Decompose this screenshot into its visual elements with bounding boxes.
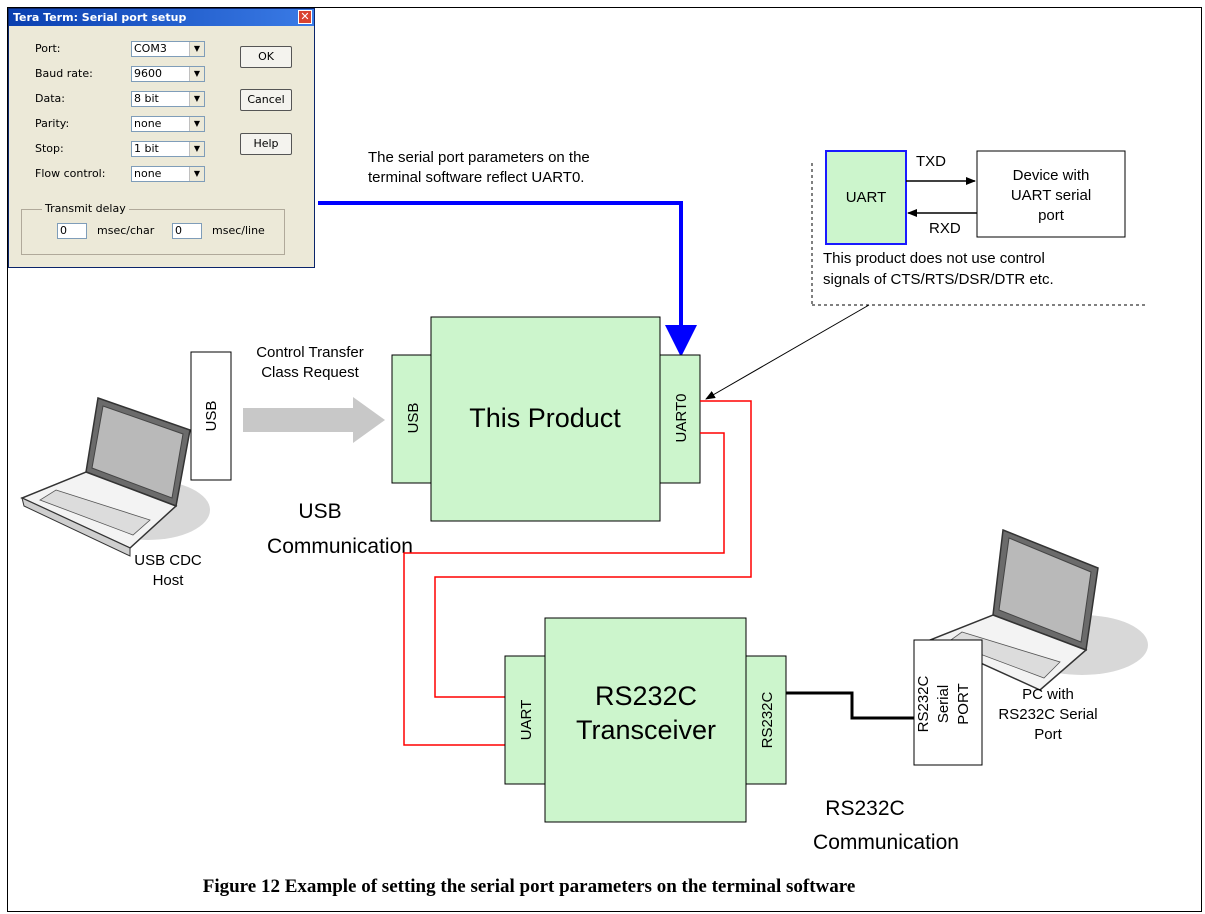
baud-rate-label: Baud rate: <box>35 67 93 80</box>
char-delay-input[interactable]: 0 <box>57 223 87 239</box>
transceiver-box <box>544 617 747 823</box>
inset-note-2: signals of CTS/RTS/DSR/DTR etc. <box>823 271 1054 288</box>
rs-comm-label-2: Communication <box>813 831 959 854</box>
pc-label-3: Port <box>1034 726 1062 743</box>
device-box <box>976 150 1126 238</box>
pc-label-1: PC with <box>1022 686 1074 703</box>
host-label-2: Host <box>153 572 185 589</box>
device-label-1: Device with <box>1013 167 1090 184</box>
chevron-down-icon: ▼ <box>189 67 204 81</box>
line-delay-unit: msec/line <box>212 224 265 237</box>
rs232c-cable <box>786 691 914 720</box>
transceiver-uart-port <box>504 655 546 785</box>
product-box <box>430 316 661 522</box>
terminal-note-2: terminal software reflect UART0. <box>368 169 584 186</box>
dialog-titlebar: Tera Term: Serial port setup ✕ <box>9 9 314 26</box>
transceiver-title-2: Transceiver <box>576 715 716 745</box>
data-value: 8 bit <box>134 92 159 105</box>
transceiver-uart-label: UART <box>518 700 535 741</box>
flow-control-value: none <box>134 167 162 180</box>
usb-comm-label-2: Communication <box>267 535 413 558</box>
parity-label: Parity: <box>35 117 70 130</box>
pc-port-label-1: RS232C <box>915 675 932 732</box>
parity-value: none <box>134 117 162 130</box>
product-uart0-label: UART0 <box>673 394 690 443</box>
port-select[interactable]: COM3 ▼ <box>131 41 205 57</box>
host-laptop-icon <box>20 396 210 557</box>
control-transfer-label-1: Control Transfer <box>256 344 364 361</box>
flow-control-label: Flow control: <box>35 167 106 180</box>
ok-button[interactable]: OK <box>240 46 292 68</box>
parity-select[interactable]: none ▼ <box>131 116 205 132</box>
close-icon[interactable]: ✕ <box>298 10 312 24</box>
data-select[interactable]: 8 bit ▼ <box>131 91 205 107</box>
chevron-down-icon: ▼ <box>189 167 204 181</box>
rxd-label: RXD <box>929 220 961 237</box>
stop-select[interactable]: 1 bit ▼ <box>131 141 205 157</box>
device-label-2: UART serial <box>1011 187 1091 204</box>
product-uart0-port <box>659 354 701 484</box>
chevron-down-icon: ▼ <box>189 92 204 106</box>
rs-comm-label-1: RS232C <box>825 797 904 820</box>
baud-rate-value: 9600 <box>134 67 162 80</box>
red-wire-upper <box>434 400 752 698</box>
control-transfer-label-2: Class Request <box>261 364 359 381</box>
inset-uart-label: UART <box>846 189 887 206</box>
terminal-note-1: The serial port parameters on the <box>368 149 590 166</box>
flow-control-select[interactable]: none ▼ <box>131 166 205 182</box>
product-usb-label: USB <box>405 403 422 434</box>
host-label-1: USB CDC <box>134 552 202 569</box>
pc-port-label-3: PORT <box>955 683 972 724</box>
pc-label-2: RS232C Serial <box>998 706 1097 723</box>
port-value: COM3 <box>134 42 167 55</box>
data-label: Data: <box>35 92 65 105</box>
pc-port-label-2: Serial <box>935 685 952 723</box>
transceiver-rs232c-port <box>745 655 787 785</box>
transceiver-rs232c-label: RS232C <box>759 691 776 748</box>
host-usb-port <box>190 351 232 481</box>
inset-uart-box <box>825 150 907 245</box>
inset-pointer-arrow <box>705 304 870 400</box>
red-wire-lower <box>403 432 725 746</box>
serial-port-setup-dialog: Tera Term: Serial port setup ✕ Port: COM… <box>8 8 315 268</box>
char-delay-unit: msec/char <box>97 224 155 237</box>
chevron-down-icon: ▼ <box>189 117 204 131</box>
baud-rate-select[interactable]: 9600 ▼ <box>131 66 205 82</box>
transmit-delay-legend: Transmit delay <box>42 202 129 215</box>
port-label: Port: <box>35 42 61 55</box>
cancel-button[interactable]: Cancel <box>240 89 292 111</box>
device-label-3: port <box>1038 207 1065 224</box>
chevron-down-icon: ▼ <box>189 42 204 56</box>
figure-caption: Figure 12 Example of setting the serial … <box>203 876 856 897</box>
transmit-delay-group <box>21 209 285 255</box>
stop-label: Stop: <box>35 142 64 155</box>
host-usb-label: USB <box>203 401 220 432</box>
txd-label: TXD <box>916 153 946 170</box>
pc-laptop-icon <box>928 528 1148 691</box>
help-button[interactable]: Help <box>240 133 292 155</box>
dialog-title: Tera Term: Serial port setup <box>13 11 187 24</box>
chevron-down-icon: ▼ <box>189 142 204 156</box>
line-delay-input[interactable]: 0 <box>172 223 202 239</box>
pc-serial-port <box>913 639 983 766</box>
usb-comm-label-1: USB <box>298 500 341 523</box>
product-title: This Product <box>469 403 621 433</box>
inset-note-1: This product does not use control <box>823 250 1045 267</box>
stop-value: 1 bit <box>134 142 159 155</box>
figure-frame <box>7 7 1202 912</box>
transceiver-title-1: RS232C <box>595 681 697 711</box>
blue-parameter-arrow <box>318 201 697 357</box>
control-transfer-arrow <box>243 397 385 443</box>
